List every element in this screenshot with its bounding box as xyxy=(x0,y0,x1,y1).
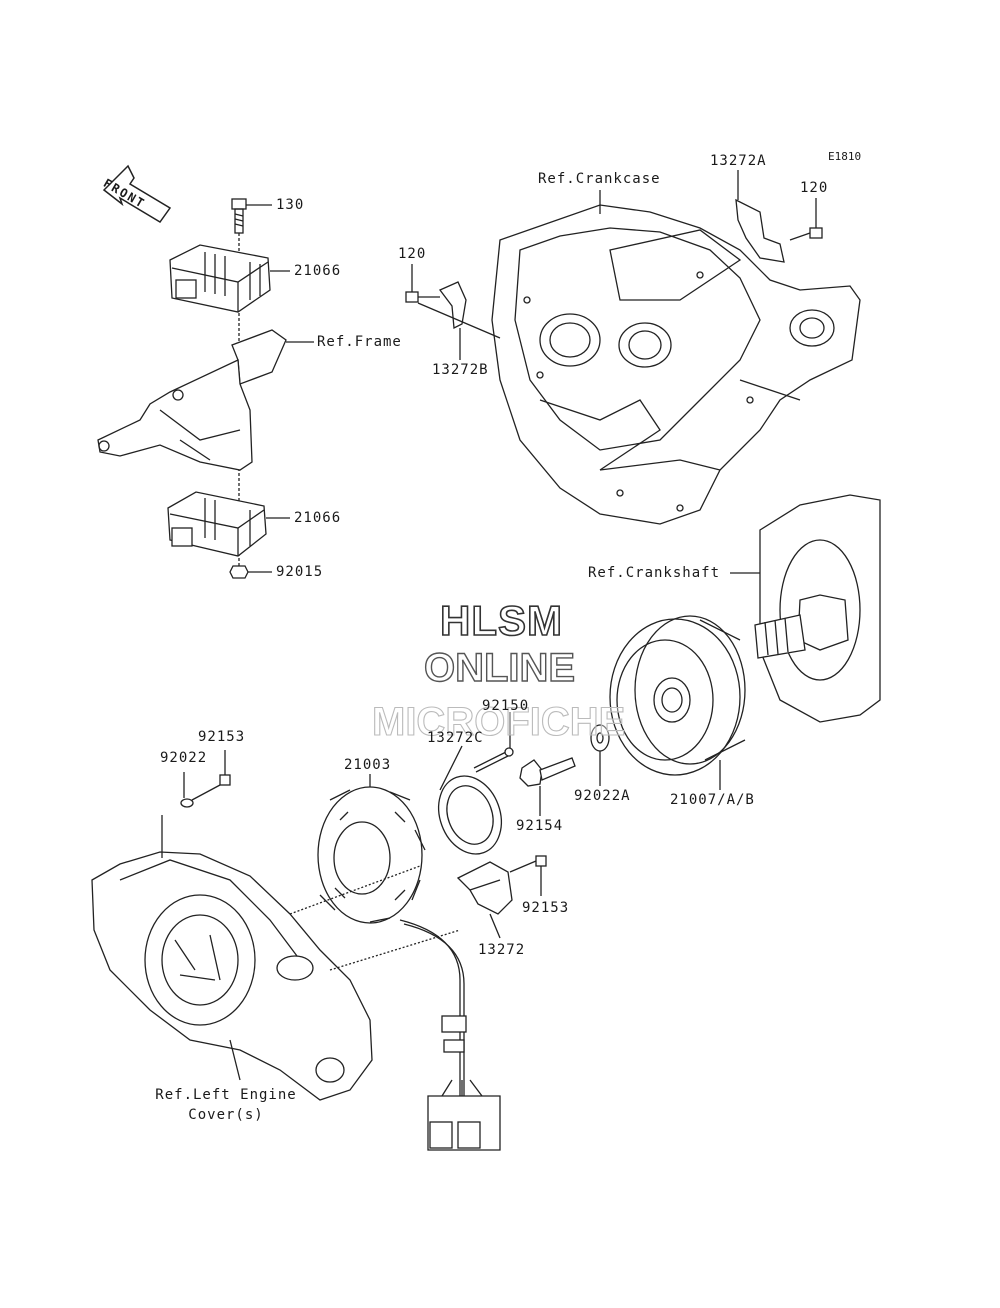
label-ref-cover-line2[interactable]: Cover(s) xyxy=(188,1107,264,1123)
bracket-13272a-part xyxy=(735,170,785,263)
regulator-bottom-part xyxy=(167,491,290,557)
label-stator-21003[interactable]: 21003 xyxy=(344,757,392,773)
label-bracket-13272b[interactable]: 13272B xyxy=(432,362,489,378)
watermark-line1: HLSM xyxy=(439,596,563,645)
label-regulator-top[interactable]: 21066 xyxy=(294,263,342,279)
crankshaft-part xyxy=(730,494,881,723)
label-bolt-92154[interactable]: 92154 xyxy=(516,818,564,834)
label-washer-92022a[interactable]: 92022A xyxy=(574,788,631,804)
bolt-92154-part xyxy=(519,757,576,816)
label-bolt-120-left[interactable]: 120 xyxy=(398,246,427,262)
watermark-line2: ONLINE xyxy=(423,645,576,690)
washer-92022a-part xyxy=(590,724,610,786)
frame-bracket-part xyxy=(97,329,314,471)
bolt-92153-right-part xyxy=(509,855,547,896)
label-ref-crankcase[interactable]: Ref.Crankcase xyxy=(538,171,661,187)
label-ref-crankshaft[interactable]: Ref.Crankshaft xyxy=(588,565,721,581)
regulator-top-part xyxy=(169,244,290,313)
bolt-120-right-part xyxy=(789,198,823,241)
label-bracket-13272[interactable]: 13272 xyxy=(478,942,526,958)
washer-92022-part xyxy=(180,772,194,808)
label-bolt-92153-right[interactable]: 92153 xyxy=(522,900,570,916)
label-ref-cover-line1[interactable]: Ref.Left Engine xyxy=(155,1087,297,1103)
bolt-92153-top-part xyxy=(191,750,231,801)
bolt-92150-part xyxy=(473,712,514,773)
left-engine-cover-part xyxy=(91,815,461,1101)
stator-21003-part xyxy=(317,774,501,1151)
nut-92015-part xyxy=(229,565,272,579)
label-washer-92022[interactable]: 92022 xyxy=(160,750,208,766)
label-ref-frame[interactable]: Ref.Frame xyxy=(317,334,402,350)
label-plate-13272c[interactable]: 13272C xyxy=(427,730,484,746)
label-bolt-92153-top[interactable]: 92153 xyxy=(198,729,246,745)
diagram-code: E1810 xyxy=(828,150,862,163)
label-regulator-bottom[interactable]: 21066 xyxy=(294,510,342,526)
label-bracket-13272a[interactable]: 13272A xyxy=(710,153,767,169)
label-bolt-120-right[interactable]: 120 xyxy=(800,180,829,196)
label-rotor-21007[interactable]: 21007/A/B xyxy=(670,792,755,808)
watermark-line3: MICROFICHE xyxy=(371,699,626,744)
crankcase-part xyxy=(491,190,861,525)
rotor-21007-part xyxy=(609,615,746,790)
bolt-130-part xyxy=(231,198,272,234)
bracket-13272b-part xyxy=(417,281,501,360)
label-nut-92015[interactable]: 92015 xyxy=(276,564,324,580)
label-bolt-92150[interactable]: 92150 xyxy=(482,698,530,714)
bracket-13272-part xyxy=(456,861,513,939)
label-bolt-130[interactable]: 130 xyxy=(276,197,305,213)
plate-13272c-part xyxy=(438,745,502,855)
bolt-120-left-part xyxy=(405,264,440,303)
front-arrow-icon xyxy=(102,164,172,223)
